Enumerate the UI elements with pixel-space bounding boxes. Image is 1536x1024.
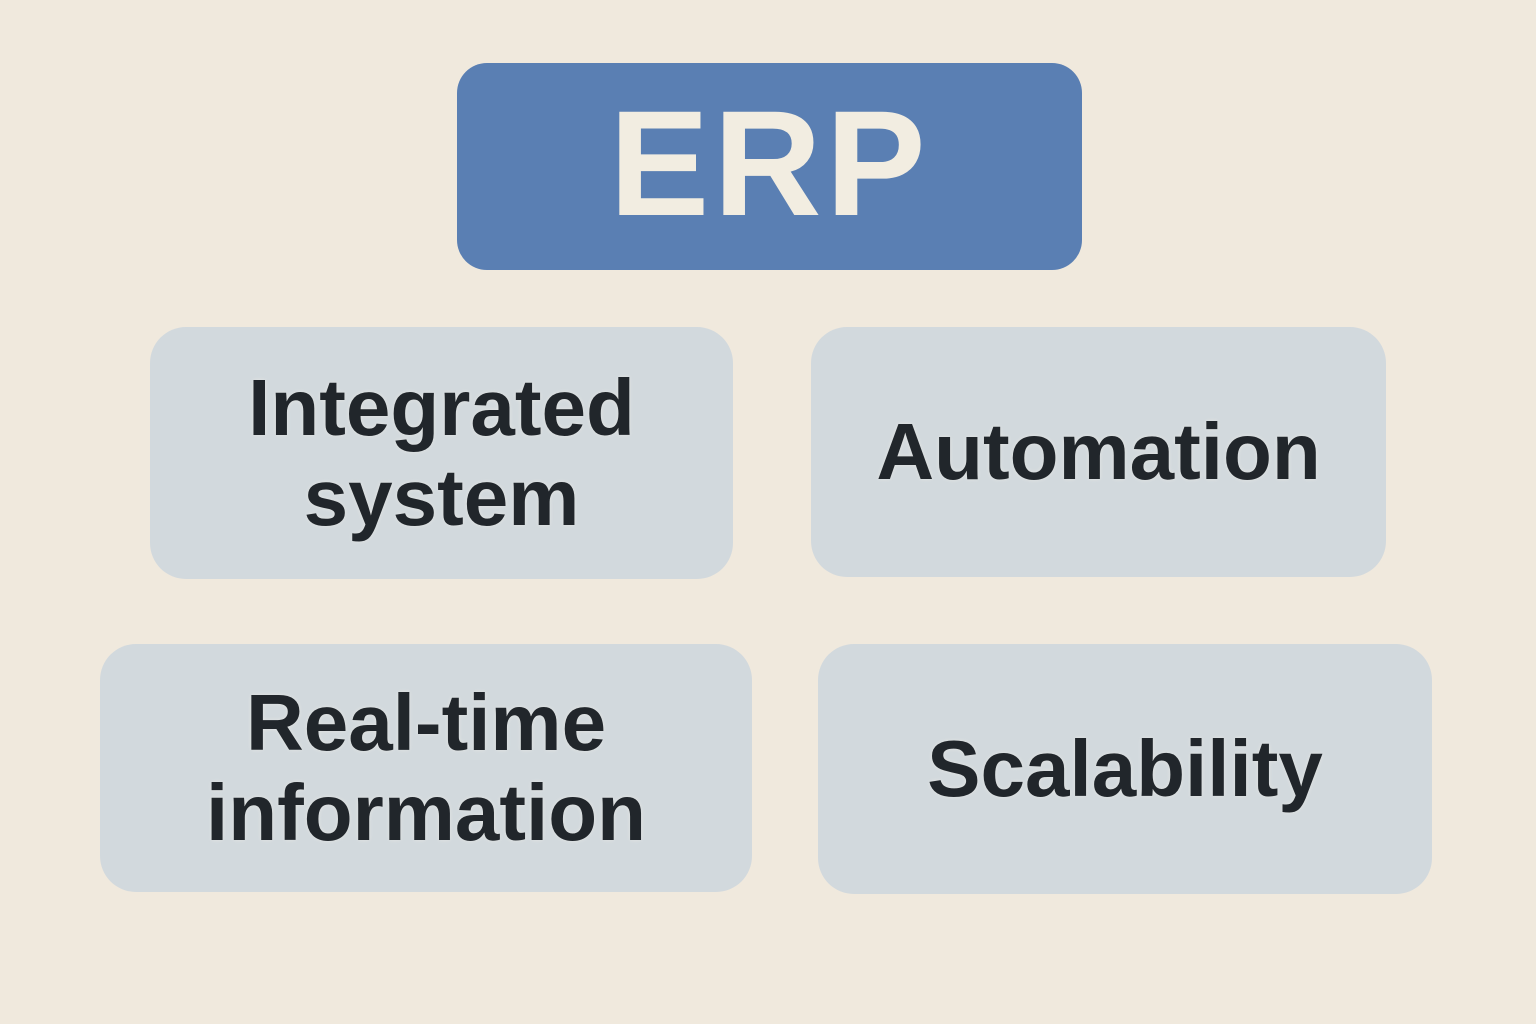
- node-scalability: Scalability: [818, 644, 1432, 894]
- node-automation: Automation: [811, 327, 1386, 577]
- node-realtime-information: Real-time information: [100, 644, 752, 892]
- erp-title: ERP: [609, 78, 930, 247]
- erp-header-box: ERP: [457, 63, 1082, 270]
- node-integrated-system-label: Integrated system: [248, 363, 635, 542]
- node-realtime-information-label: Real-time information: [206, 678, 646, 857]
- node-scalability-label: Scalability: [927, 724, 1323, 814]
- node-automation-label: Automation: [876, 407, 1321, 497]
- node-integrated-system: Integrated system: [150, 327, 733, 579]
